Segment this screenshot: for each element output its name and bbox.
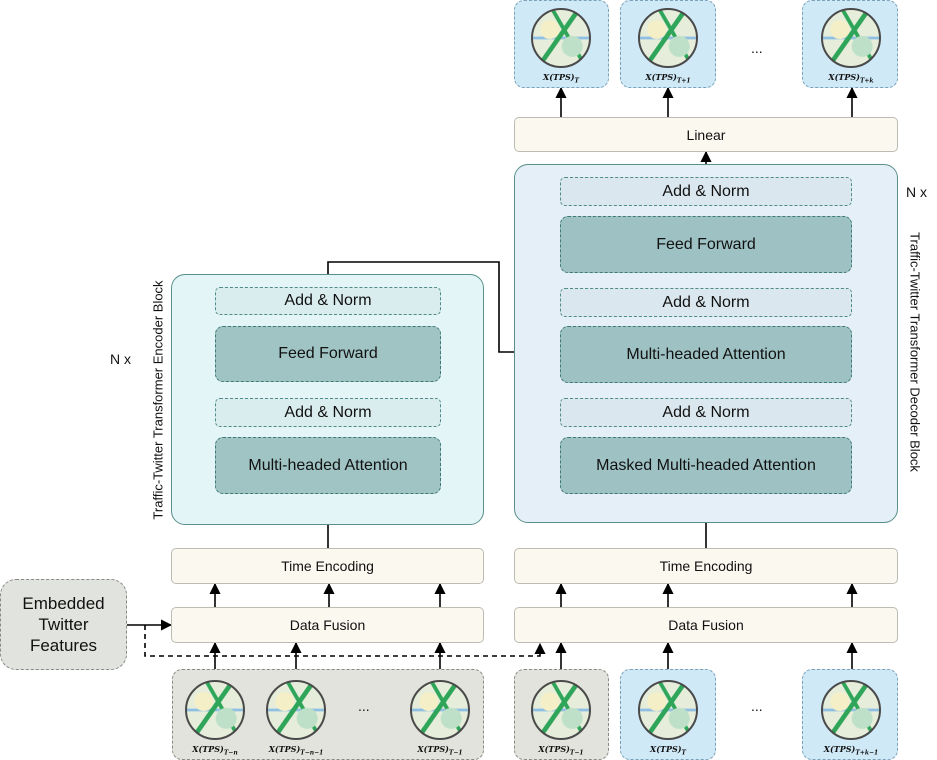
decoder-input-label-3: X(TPS)T+k−1 [823, 744, 879, 757]
decoder-linear: Linear [514, 117, 898, 152]
decoder-masked-multi-headed-attention: Masked Multi-headed Attention [560, 437, 852, 494]
encoder-data-fusion: Data Fusion [171, 607, 484, 643]
map-icon [638, 8, 698, 68]
decoder-data-fusion: Data Fusion [514, 607, 898, 643]
decoder-block-title: Traffic-Twitter Transformer Decoder Bloc… [907, 232, 923, 472]
decoder-time-encoding: Time Encoding [514, 548, 898, 584]
decoder-output-label-1: X(TPS)T [543, 72, 579, 85]
map-icon [531, 680, 591, 740]
decoder-multi-headed-attention: Multi-headed Attention [560, 326, 852, 383]
encoder-add-norm-top: Add & Norm [215, 287, 441, 315]
map-icon [185, 680, 245, 740]
encoder-input-label-1: X(TPS)T−n [192, 744, 238, 757]
decoder-add-norm-top: Add & Norm [560, 177, 852, 206]
arrow-twitter-to-decoder-fusion [144, 625, 546, 657]
map-icon [638, 680, 698, 740]
map-icon [821, 680, 881, 740]
decoder-input-ellipsis: ... [751, 698, 763, 714]
encoder-input-label-3: X(TPS)T−1 [417, 744, 463, 757]
decoder-output-ellipsis: ... [751, 40, 763, 56]
decoder-output-label-3: X(TPS)T+k [828, 72, 874, 85]
decoder-add-norm-bottom: Add & Norm [560, 398, 852, 427]
decoder-input-label-1: X(TPS)T−1 [538, 744, 584, 757]
decoder-input-label-2: X(TPS)T [650, 744, 686, 757]
encoder-feed-forward: Feed Forward [215, 326, 441, 382]
twitter-line-2: Twitter [38, 615, 89, 634]
decoder-repeat-label: N x [906, 184, 927, 200]
map-icon [821, 8, 881, 68]
encoder-input-label-2: X(TPS)T−n−1 [268, 744, 324, 757]
encoder-block-title: Traffic-Twitter Transformer Encoder Bloc… [150, 280, 166, 520]
encoder-add-norm-bottom: Add & Norm [215, 398, 441, 427]
twitter-line-3: Features [29, 636, 98, 655]
twitter-line-1: Embedded [22, 594, 105, 613]
decoder-add-norm-mid: Add & Norm [560, 288, 852, 317]
decoder-output-label-2: X(TPS)T+1 [645, 72, 691, 85]
encoder-multi-headed-attention: Multi-headed Attention [215, 437, 441, 494]
map-icon [410, 680, 470, 740]
embedded-twitter-features: Embedded Twitter Features [0, 579, 127, 670]
encoder-input-ellipsis: ... [358, 698, 370, 714]
encoder-repeat-label: N x [110, 351, 131, 367]
encoder-time-encoding: Time Encoding [171, 548, 484, 584]
map-icon [531, 8, 591, 68]
map-icon [266, 680, 326, 740]
decoder-feed-forward: Feed Forward [560, 216, 852, 273]
